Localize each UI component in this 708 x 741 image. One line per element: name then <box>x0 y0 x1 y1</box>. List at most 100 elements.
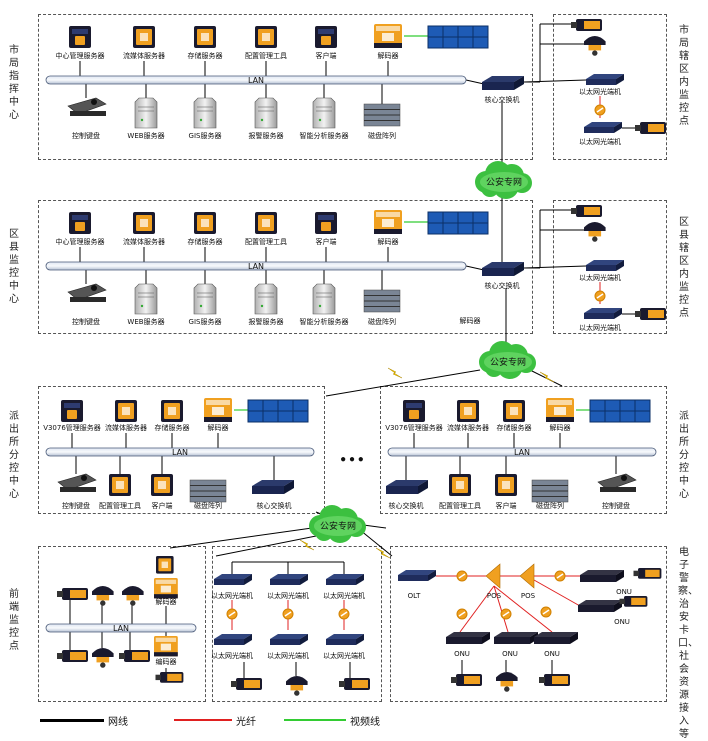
county-core-switch-icon <box>482 262 524 276</box>
city-control-kb-label: 控制键盘 <box>72 131 100 140</box>
front-dome-3 <box>92 648 114 668</box>
county-disk-array-label: 磁盘阵列 <box>368 317 396 326</box>
station-left-decoder-icon <box>204 398 232 422</box>
county-center-mgmt-label: 中心管理服务器 <box>56 237 105 246</box>
city-ipcam-icon <box>571 19 602 31</box>
front-encoder-top-icon <box>156 556 174 574</box>
station-left-stream-label: 流媒体服务器 <box>105 423 147 432</box>
optic-fiber-2 <box>282 608 294 620</box>
city-config-tool-label: 配置管理工具 <box>245 51 287 60</box>
city-core-switch-label: 核心交换机 <box>485 95 520 104</box>
stations-ellipsis: ● ● ● <box>340 454 364 465</box>
front-ipcam-2 <box>57 650 88 662</box>
connection-line <box>215 535 317 557</box>
county-client-icon <box>315 212 337 234</box>
front-box <box>38 546 206 702</box>
county-alarm-server-icon <box>254 283 278 315</box>
pon-box <box>390 546 667 702</box>
connection-line <box>523 79 587 83</box>
city-center-mgmt-icon <box>69 26 91 48</box>
onu-3-label: ONU <box>454 650 470 658</box>
station-left-decoder-label: 解码器 <box>208 423 229 432</box>
county-eth-optical-top-icon <box>586 260 624 271</box>
front-decoder-icon <box>154 578 178 599</box>
connection-line <box>325 369 481 397</box>
county-decoder-icon <box>374 210 402 234</box>
front-lan-label: LAN <box>113 624 129 633</box>
front-encoder-label: 编码器 <box>156 657 177 666</box>
station-right-storage-label: 存储服务器 <box>497 423 532 432</box>
county-disk-array-icon <box>363 289 401 313</box>
station-right-config-tool-icon <box>449 474 471 496</box>
city-control-kb-icon <box>67 97 107 117</box>
city-client-icon <box>315 26 337 48</box>
cloud-middle-label: 公安专网 <box>490 356 526 368</box>
city-disk-array-icon <box>363 103 401 127</box>
pon-fiber-4 <box>500 608 512 620</box>
station-left-config-tool-icon <box>109 474 131 496</box>
onu-1-label: ONU <box>616 588 632 596</box>
pon-fiber-1 <box>456 570 468 582</box>
station-right-box <box>380 386 667 514</box>
station-left-box <box>38 386 325 514</box>
city-core-switch-icon <box>482 76 524 90</box>
legend-line-ethernet <box>40 719 104 722</box>
city-tv-wall <box>427 25 489 49</box>
station-right-core-switch-icon <box>386 480 428 494</box>
county-alarm-server-label: 报警服务器 <box>249 317 284 326</box>
city-eth-optical-top-icon <box>586 74 624 85</box>
station-left-v3076-icon <box>61 400 83 422</box>
station-right-disk-array-icon <box>531 479 569 503</box>
county-center-box <box>38 200 533 334</box>
county-eth-optical-bottom-label: 以太网光端机 <box>579 323 621 332</box>
optic-bottom-1 <box>214 634 252 645</box>
zone-label-county-right: 区县辖区内监控点 <box>679 217 689 319</box>
county-config-tool-label: 配置管理工具 <box>245 237 287 246</box>
station-right-control-kb-icon <box>597 473 637 493</box>
station-left-v3076-label: V3076管理服务器 <box>43 423 101 432</box>
city-disk-array-label: 磁盘阵列 <box>368 131 396 140</box>
county-decoder-label: 解码器 <box>378 237 399 246</box>
county-eth-optical-top-label: 以太网光端机 <box>579 273 621 282</box>
city-eth-optical-bottom-icon <box>584 122 622 133</box>
onu-5-icon <box>534 632 578 644</box>
onu-4-icon <box>494 632 538 644</box>
city-analysis-server-icon <box>312 97 336 129</box>
optic-top-1 <box>214 574 252 585</box>
city-center-mgmt-label: 中心管理服务器 <box>56 51 105 60</box>
station-left-stream-icon <box>115 400 137 422</box>
city-alarm-server-label: 报警服务器 <box>249 131 284 140</box>
city-monitor-box <box>553 14 667 160</box>
pon-ipcam-r2 <box>619 596 648 607</box>
county-analysis-server-label: 智能分析服务器 <box>300 317 349 326</box>
olt-icon <box>398 570 436 581</box>
front-lan <box>45 623 197 633</box>
zone-label-station-right: 派出所分控中心 <box>679 411 689 500</box>
station-left-lan-label: LAN <box>172 448 188 457</box>
optic-top-2 <box>270 574 308 585</box>
county-control-kb-icon <box>67 283 107 303</box>
legend-label-fiber: 光纤 <box>236 717 256 728</box>
station-left-disk-array-icon <box>189 479 227 503</box>
city-decoder-icon <box>374 24 402 48</box>
city-ipcam2-icon <box>635 122 666 134</box>
connection-line <box>493 585 509 633</box>
olt-label: OLT <box>408 592 421 600</box>
county-web-server-label: WEB服务器 <box>127 317 164 326</box>
city-storage-icon <box>194 26 216 48</box>
station-right-lan <box>387 447 657 457</box>
station-right-stream-icon <box>457 400 479 422</box>
pos-2-label: POS <box>521 592 536 600</box>
optic-ipcam-2 <box>339 678 370 690</box>
optic-bottom-label-2: 以太网光端机 <box>267 651 309 660</box>
county-ipcam-icon <box>571 205 602 217</box>
optic-bottom-label-1: 以太网光端机 <box>211 651 253 660</box>
zone-label-front: 前端监控点 <box>9 589 19 652</box>
pon-fiber-3 <box>456 608 468 620</box>
county-gis-server-label: GIS服务器 <box>189 317 222 326</box>
county-dome-icon <box>584 222 606 242</box>
city-center-box <box>38 14 533 160</box>
pon-dome-r1 <box>633 568 662 579</box>
